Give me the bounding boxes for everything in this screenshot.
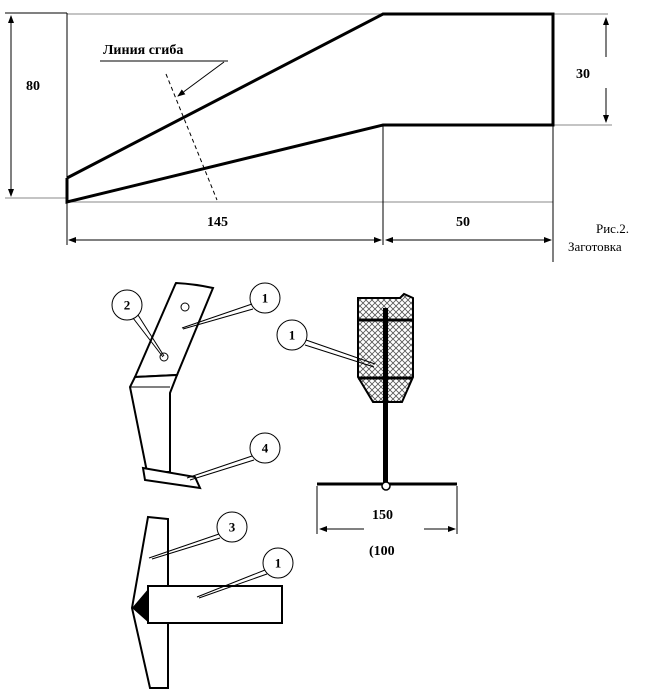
leader-line (186, 455, 255, 481)
bend-line (165, 73, 218, 201)
leader-line (132, 314, 165, 358)
figure-caption-number: Рис.2. (596, 221, 629, 236)
callout-number: 4 (262, 441, 269, 456)
weld-tip (132, 588, 149, 623)
callout-circle (216, 511, 248, 543)
callout-circle (262, 547, 294, 579)
bend-line-leader (177, 61, 225, 97)
blank-drawing: 80 30 145 50 Линия сгиба Рис.2. Заготовк… (5, 12, 629, 262)
callout-number: 3 (229, 520, 236, 535)
dim-80-label: 80 (26, 79, 40, 94)
callout-4: 4 (186, 432, 281, 481)
mounting-hole (159, 352, 169, 362)
leader-line (196, 569, 268, 599)
figure-caption-title: Заготовка (568, 239, 622, 254)
leader-line (304, 339, 376, 368)
dim-100-label: (100 (369, 544, 395, 559)
dim-30-label: 30 (576, 67, 590, 82)
callout-1-top: 1 (181, 282, 281, 330)
bent-tine-view (128, 281, 215, 490)
callout-circle (249, 282, 281, 314)
callout-1-right: 1 (276, 319, 376, 368)
stem (383, 308, 388, 483)
mounting-hole (180, 302, 190, 312)
callout-number: 1 (289, 328, 296, 343)
callout-number: 1 (275, 556, 282, 571)
callout-circle (276, 319, 308, 351)
tine-upper-part (133, 281, 215, 379)
tine-lower-part (128, 373, 179, 473)
joint-circle (381, 481, 391, 491)
callout-number: 1 (262, 291, 269, 306)
leader-line (181, 303, 254, 330)
callouts: 1 2 1 4 3 1 (111, 282, 376, 599)
callout-circle (111, 289, 143, 321)
callout-number: 2 (124, 298, 131, 313)
leader-line (148, 533, 221, 560)
callout-2: 2 (111, 289, 165, 358)
callout-1-bottom: 1 (196, 547, 294, 599)
tine-bar (147, 585, 283, 624)
tine-foot (141, 466, 202, 490)
dim-50-label: 50 (456, 215, 470, 230)
side-view (130, 515, 283, 689)
callout-3: 3 (148, 511, 248, 560)
blank-outline (65, 12, 555, 204)
dim-150-label: 150 (372, 508, 393, 523)
front-view: 150 (100 (316, 292, 458, 559)
dim-145-label: 145 (207, 215, 228, 230)
callout-circle (249, 432, 281, 464)
bend-line-label: Линия сгиба (103, 43, 183, 58)
